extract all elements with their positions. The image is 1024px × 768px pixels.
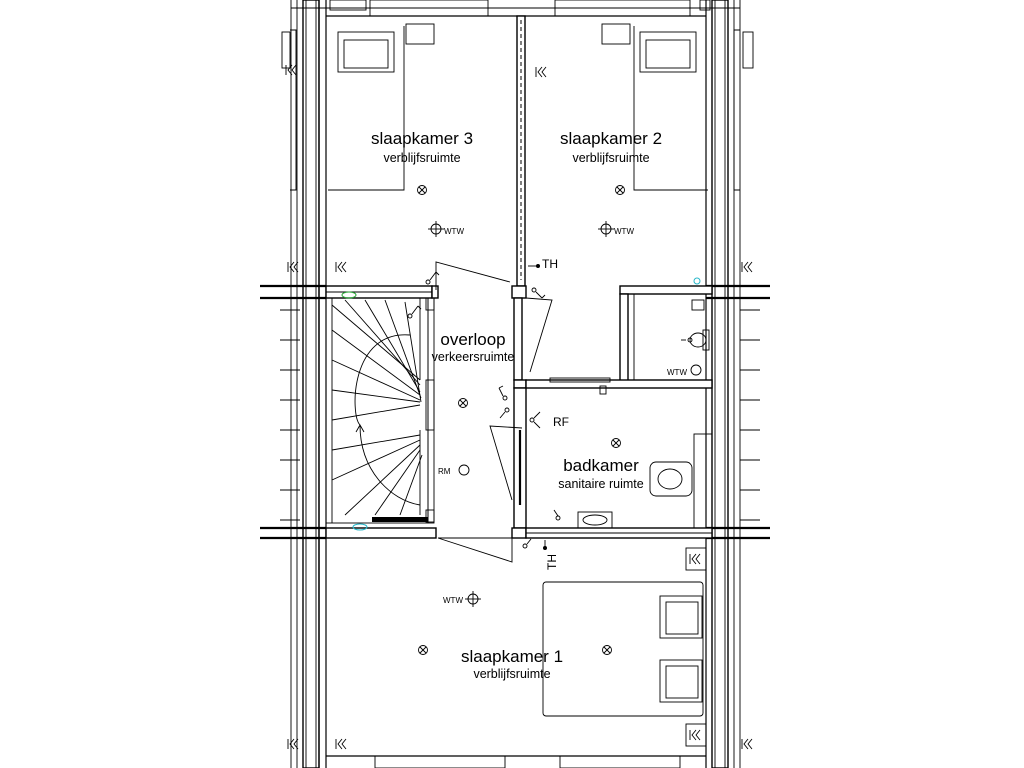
- wall-outlet-icon: [285, 64, 297, 76]
- light-switch-icon: [553, 509, 561, 521]
- wall-outlet-icon: [689, 729, 701, 741]
- light-switch-icon: [499, 407, 510, 419]
- room-name-bathroom: badkamer: [563, 456, 639, 475]
- light-switch-icon: [522, 538, 532, 549]
- light-switch-icon: [529, 411, 541, 429]
- wall-outlet-icon: [335, 738, 347, 750]
- light-switches: [407, 271, 693, 549]
- thermostat-symbols: TH TH: [528, 257, 559, 570]
- wtw-label: WTW: [444, 227, 464, 236]
- wtw-vent-icon: [465, 591, 481, 607]
- room-type-bedroom1: verblijfsruimte: [473, 667, 550, 681]
- room-type-landing: verkeersruimte: [432, 350, 515, 364]
- smoke-alarm-icon: [458, 464, 470, 476]
- room-type-bedroom2: verblijfsruimte: [572, 151, 649, 165]
- smoke-detector-label: RF: [553, 415, 569, 429]
- furniture: [328, 23, 710, 747]
- wtw-vents: WTW WTW WTW WTW: [428, 221, 702, 607]
- wall-outlet-icon: [689, 553, 701, 565]
- light-switch-icon: [498, 385, 508, 401]
- fixture-icon: [599, 385, 607, 395]
- doors: [435, 261, 553, 563]
- room-name-landing: overloop: [440, 330, 505, 349]
- interior-walls: [325, 15, 713, 539]
- neighbour-furniture: [280, 29, 760, 521]
- wtw-label: WTW: [667, 368, 687, 377]
- room-name-bedroom3: slaapkamer 3: [371, 129, 473, 148]
- wall-outlets: [285, 64, 753, 750]
- ceiling-light-icon: [417, 185, 427, 195]
- thermostat-label: TH: [545, 554, 559, 570]
- wtw-vent-icon: [598, 221, 614, 237]
- ceiling-lights: [417, 185, 625, 655]
- ceiling-light-icon: [615, 185, 625, 195]
- light-switch-icon: [425, 271, 440, 285]
- wall-outlet-icon: [287, 738, 299, 750]
- wtw-vent-icon: [428, 221, 444, 237]
- room-labels: slaapkamer 3 verblijfsruimte slaapkamer …: [371, 129, 662, 681]
- thermostat-label: TH: [542, 257, 558, 271]
- wall-outlet-icon: [535, 66, 547, 78]
- ceiling-light-icon: [602, 645, 612, 655]
- ceiling-light-icon: [418, 645, 428, 655]
- light-switch-icon: [681, 337, 693, 343]
- room-name-bedroom1: slaapkamer 1: [461, 647, 563, 666]
- wall-outlet-icon: [335, 261, 347, 273]
- staircase: [325, 297, 435, 524]
- wtw-label: WTW: [614, 227, 634, 236]
- ceiling-light-icon: [611, 438, 621, 448]
- room-name-bedroom2: slaapkamer 2: [560, 129, 662, 148]
- room-type-bathroom: sanitaire ruimte: [558, 477, 643, 491]
- wall-outlet-icon: [287, 261, 299, 273]
- wall-outlet-icon: [741, 261, 753, 273]
- light-switch-icon: [531, 287, 546, 299]
- accent-markers: [341, 277, 701, 531]
- room-type-bedroom3: verblijfsruimte: [383, 151, 460, 165]
- wtw-label: WTW: [443, 596, 463, 605]
- smoke-alarm-label: RM: [438, 467, 451, 476]
- light-switch-icon: [407, 305, 422, 319]
- ceiling-light-icon: [458, 398, 468, 408]
- wtw-vent-icon: [690, 364, 702, 376]
- wall-outlet-icon: [741, 738, 753, 750]
